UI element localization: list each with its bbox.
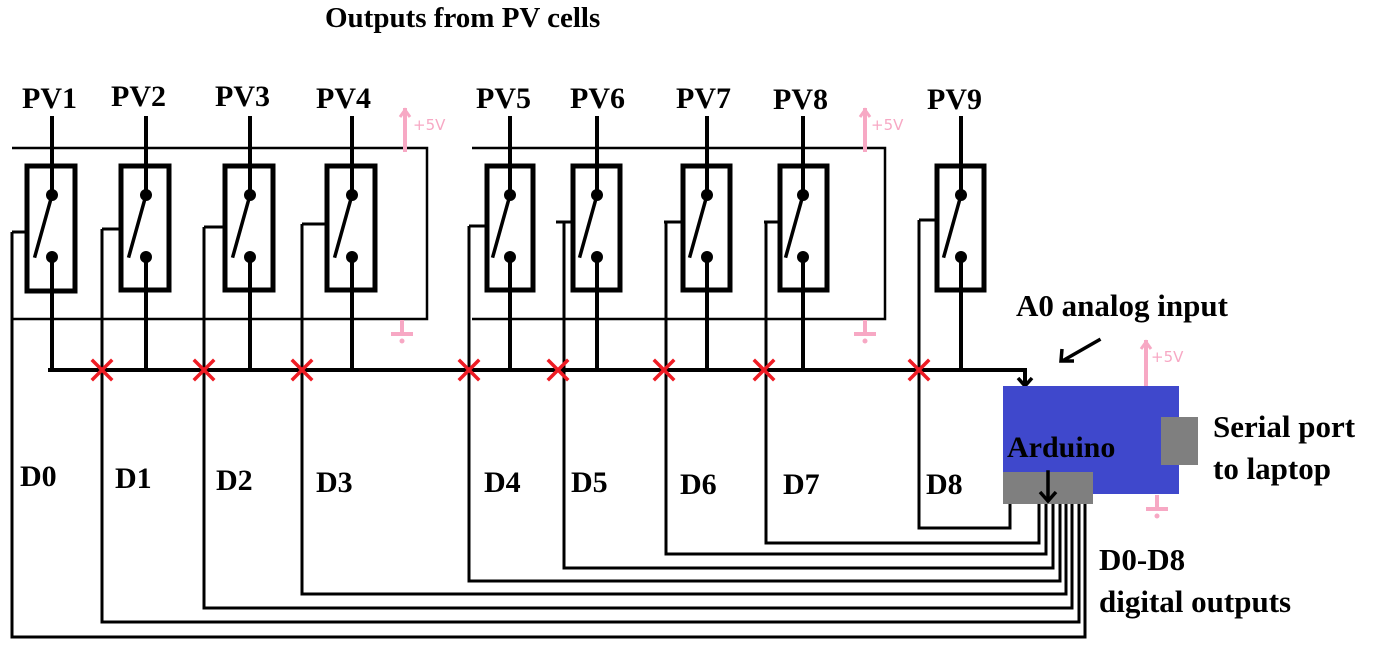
digital-line-label: D4 <box>484 466 521 499</box>
vcc-arrow-icon <box>1139 339 1153 350</box>
break-mark-icon <box>90 358 114 382</box>
switch-blade <box>941 192 964 259</box>
switch-blade <box>126 192 149 259</box>
power-rail-group-1 <box>12 146 429 321</box>
diagram-title: Outputs from PV cells <box>325 2 601 34</box>
digital-line-D6 <box>664 220 1048 556</box>
switch-blade <box>332 192 355 259</box>
digital-outputs-label: D0-D8 <box>1099 542 1186 577</box>
break-mark-icon <box>907 358 931 382</box>
pv-label: PV2 <box>111 80 166 113</box>
switch-blade <box>32 192 55 259</box>
vcc-label: +5V <box>413 116 446 134</box>
ground-icon <box>399 338 405 344</box>
digital-line-label: D2 <box>216 464 253 497</box>
a0-pointer-icon <box>1061 337 1102 363</box>
digital-line-D2 <box>202 227 1074 610</box>
break-mark-icon <box>290 358 314 382</box>
digital-line-label: D0 <box>20 460 57 493</box>
vcc-arrow-icon <box>858 107 872 118</box>
digital-line-D7 <box>764 220 1041 545</box>
ground-icon <box>862 338 868 344</box>
break-mark-icon <box>546 358 570 382</box>
a0-pointer-icon <box>1059 348 1074 363</box>
pv-label: PV8 <box>773 83 828 116</box>
digital-line-label: D5 <box>571 466 608 499</box>
pv-label: PV9 <box>927 83 982 116</box>
serial-port-connector <box>1161 417 1198 465</box>
vcc-label: +5V <box>871 116 904 134</box>
switch-blade <box>783 192 806 259</box>
pv-label: PV4 <box>316 82 371 115</box>
pv-label: PV6 <box>570 82 625 115</box>
analog-input-label: A0 analog input <box>1016 288 1228 323</box>
break-mark-icon <box>192 358 216 382</box>
output-arrow-icon <box>1038 490 1058 504</box>
switch-blade <box>577 192 600 259</box>
break-mark-icon <box>652 358 676 382</box>
pv-label: PV7 <box>676 82 731 115</box>
digital-line-label: D7 <box>783 468 820 501</box>
digital-line-label: D6 <box>680 468 717 501</box>
digital-outputs-label-line2: digital outputs <box>1099 584 1292 619</box>
pv-label: PV1 <box>22 82 77 115</box>
digital-line-D5 <box>556 220 1055 570</box>
vcc-label: +5V <box>1151 348 1184 366</box>
digital-line-D4 <box>467 226 1062 583</box>
digital-line-label: D8 <box>926 468 963 501</box>
power-rail-group-2 <box>472 146 887 321</box>
switch-blade <box>490 192 513 259</box>
digital-line-label: D1 <box>115 462 152 495</box>
break-mark-icon <box>457 358 481 382</box>
serial-port-label-line2: to laptop <box>1213 451 1331 486</box>
digital-line-D3 <box>300 224 1068 596</box>
pv-label: PV3 <box>215 80 270 113</box>
switch-blade <box>230 192 253 259</box>
break-mark-icon <box>752 358 776 382</box>
arduino-label: Arduino <box>1007 431 1116 464</box>
digital-line-D8 <box>917 220 1012 530</box>
switch-blade <box>687 192 710 259</box>
pv-label: PV5 <box>476 82 531 115</box>
digital-line-D0 <box>10 232 1087 639</box>
vcc-arrow-icon <box>398 107 412 118</box>
digital-line-label: D3 <box>316 466 353 499</box>
serial-port-label: Serial port <box>1213 409 1356 444</box>
digital-line-D1 <box>100 229 1081 624</box>
ground-icon <box>1154 513 1160 519</box>
